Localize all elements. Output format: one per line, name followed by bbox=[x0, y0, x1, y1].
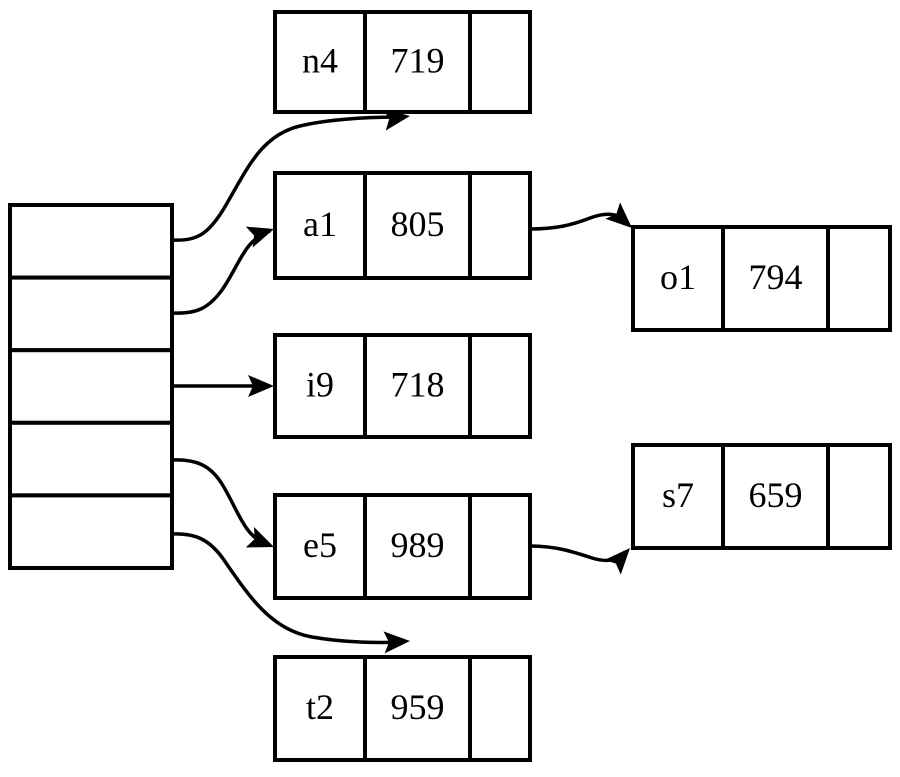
edge-bucket3-to-e5 bbox=[171, 458, 274, 548]
node-value-label: 805 bbox=[391, 204, 445, 244]
arrow-head-icon bbox=[245, 226, 274, 248]
arrow-head-icon bbox=[248, 375, 274, 397]
node-a1[interactable]: a1 805 bbox=[273, 171, 532, 280]
edge-line bbox=[171, 115, 405, 242]
bucket-cell-1[interactable] bbox=[8, 275, 174, 353]
edge-line bbox=[171, 532, 403, 645]
edge-line bbox=[171, 458, 267, 546]
node-value-label: 794 bbox=[749, 257, 803, 297]
edge-e5-to-s7 bbox=[529, 544, 630, 575]
node-box[interactable] bbox=[273, 171, 532, 280]
edges-layer bbox=[171, 108, 632, 654]
bucket-cell-rect[interactable] bbox=[8, 348, 174, 425]
bucket-cell-0[interactable] bbox=[8, 203, 174, 280]
node-box[interactable] bbox=[273, 655, 532, 762]
node-i9[interactable]: i9 718 bbox=[273, 333, 532, 439]
arrow-head-icon bbox=[382, 108, 410, 131]
node-key-label: a1 bbox=[303, 204, 337, 244]
bucket-cell-3[interactable] bbox=[8, 420, 174, 498]
node-value-label: 719 bbox=[391, 40, 445, 80]
node-box[interactable] bbox=[273, 493, 532, 600]
arrow-head-icon bbox=[605, 202, 632, 228]
bucket-cell-rect[interactable] bbox=[8, 203, 174, 280]
edge-bucket2-to-i9 bbox=[172, 375, 274, 397]
node-key-label: o1 bbox=[660, 257, 696, 297]
node-key-label: n4 bbox=[302, 40, 338, 80]
edge-line bbox=[171, 229, 271, 315]
node-e5[interactable]: e5 989 bbox=[273, 493, 532, 600]
node-key-label: e5 bbox=[303, 525, 337, 565]
edge-bucket4-to-t2 bbox=[171, 532, 410, 654]
node-box[interactable] bbox=[631, 443, 892, 550]
bucket-cell-4[interactable] bbox=[8, 493, 174, 570]
bucket-cell-rect[interactable] bbox=[8, 275, 174, 353]
bucket-cell-2[interactable] bbox=[8, 348, 174, 425]
node-key-label: s7 bbox=[662, 475, 694, 515]
node-key-label: i9 bbox=[306, 364, 334, 404]
edge-bucket0-to-n4 bbox=[171, 108, 410, 242]
node-value-label: 718 bbox=[391, 364, 445, 404]
node-value-label: 659 bbox=[749, 475, 803, 515]
edge-a1-to-o1 bbox=[529, 202, 632, 231]
node-o1[interactable]: o1 794 bbox=[631, 225, 892, 332]
node-s7[interactable]: s7 659 bbox=[631, 443, 892, 550]
bucket-cell-rect[interactable] bbox=[8, 420, 174, 498]
node-n4[interactable]: n4 719 bbox=[273, 10, 532, 114]
node-value-label: 959 bbox=[391, 687, 445, 727]
node-value-label: 989 bbox=[391, 525, 445, 565]
arrow-head-icon bbox=[245, 527, 274, 548]
arrow-head-icon bbox=[383, 631, 410, 654]
bucket-array[interactable] bbox=[8, 203, 174, 570]
node-t2[interactable]: t2 959 bbox=[273, 655, 532, 762]
node-box[interactable] bbox=[273, 10, 532, 114]
node-box[interactable] bbox=[631, 225, 892, 332]
edge-bucket1-to-a1 bbox=[171, 226, 274, 315]
bucket-cell-rect[interactable] bbox=[8, 493, 174, 570]
arrow-head-icon bbox=[604, 548, 630, 575]
nodes-layer: n4 719 a1 805 o1 794 i9 718 s7 659 e5 989 t2 959 bbox=[273, 10, 892, 762]
node-box[interactable] bbox=[273, 333, 532, 439]
node-key-label: t2 bbox=[306, 687, 334, 727]
